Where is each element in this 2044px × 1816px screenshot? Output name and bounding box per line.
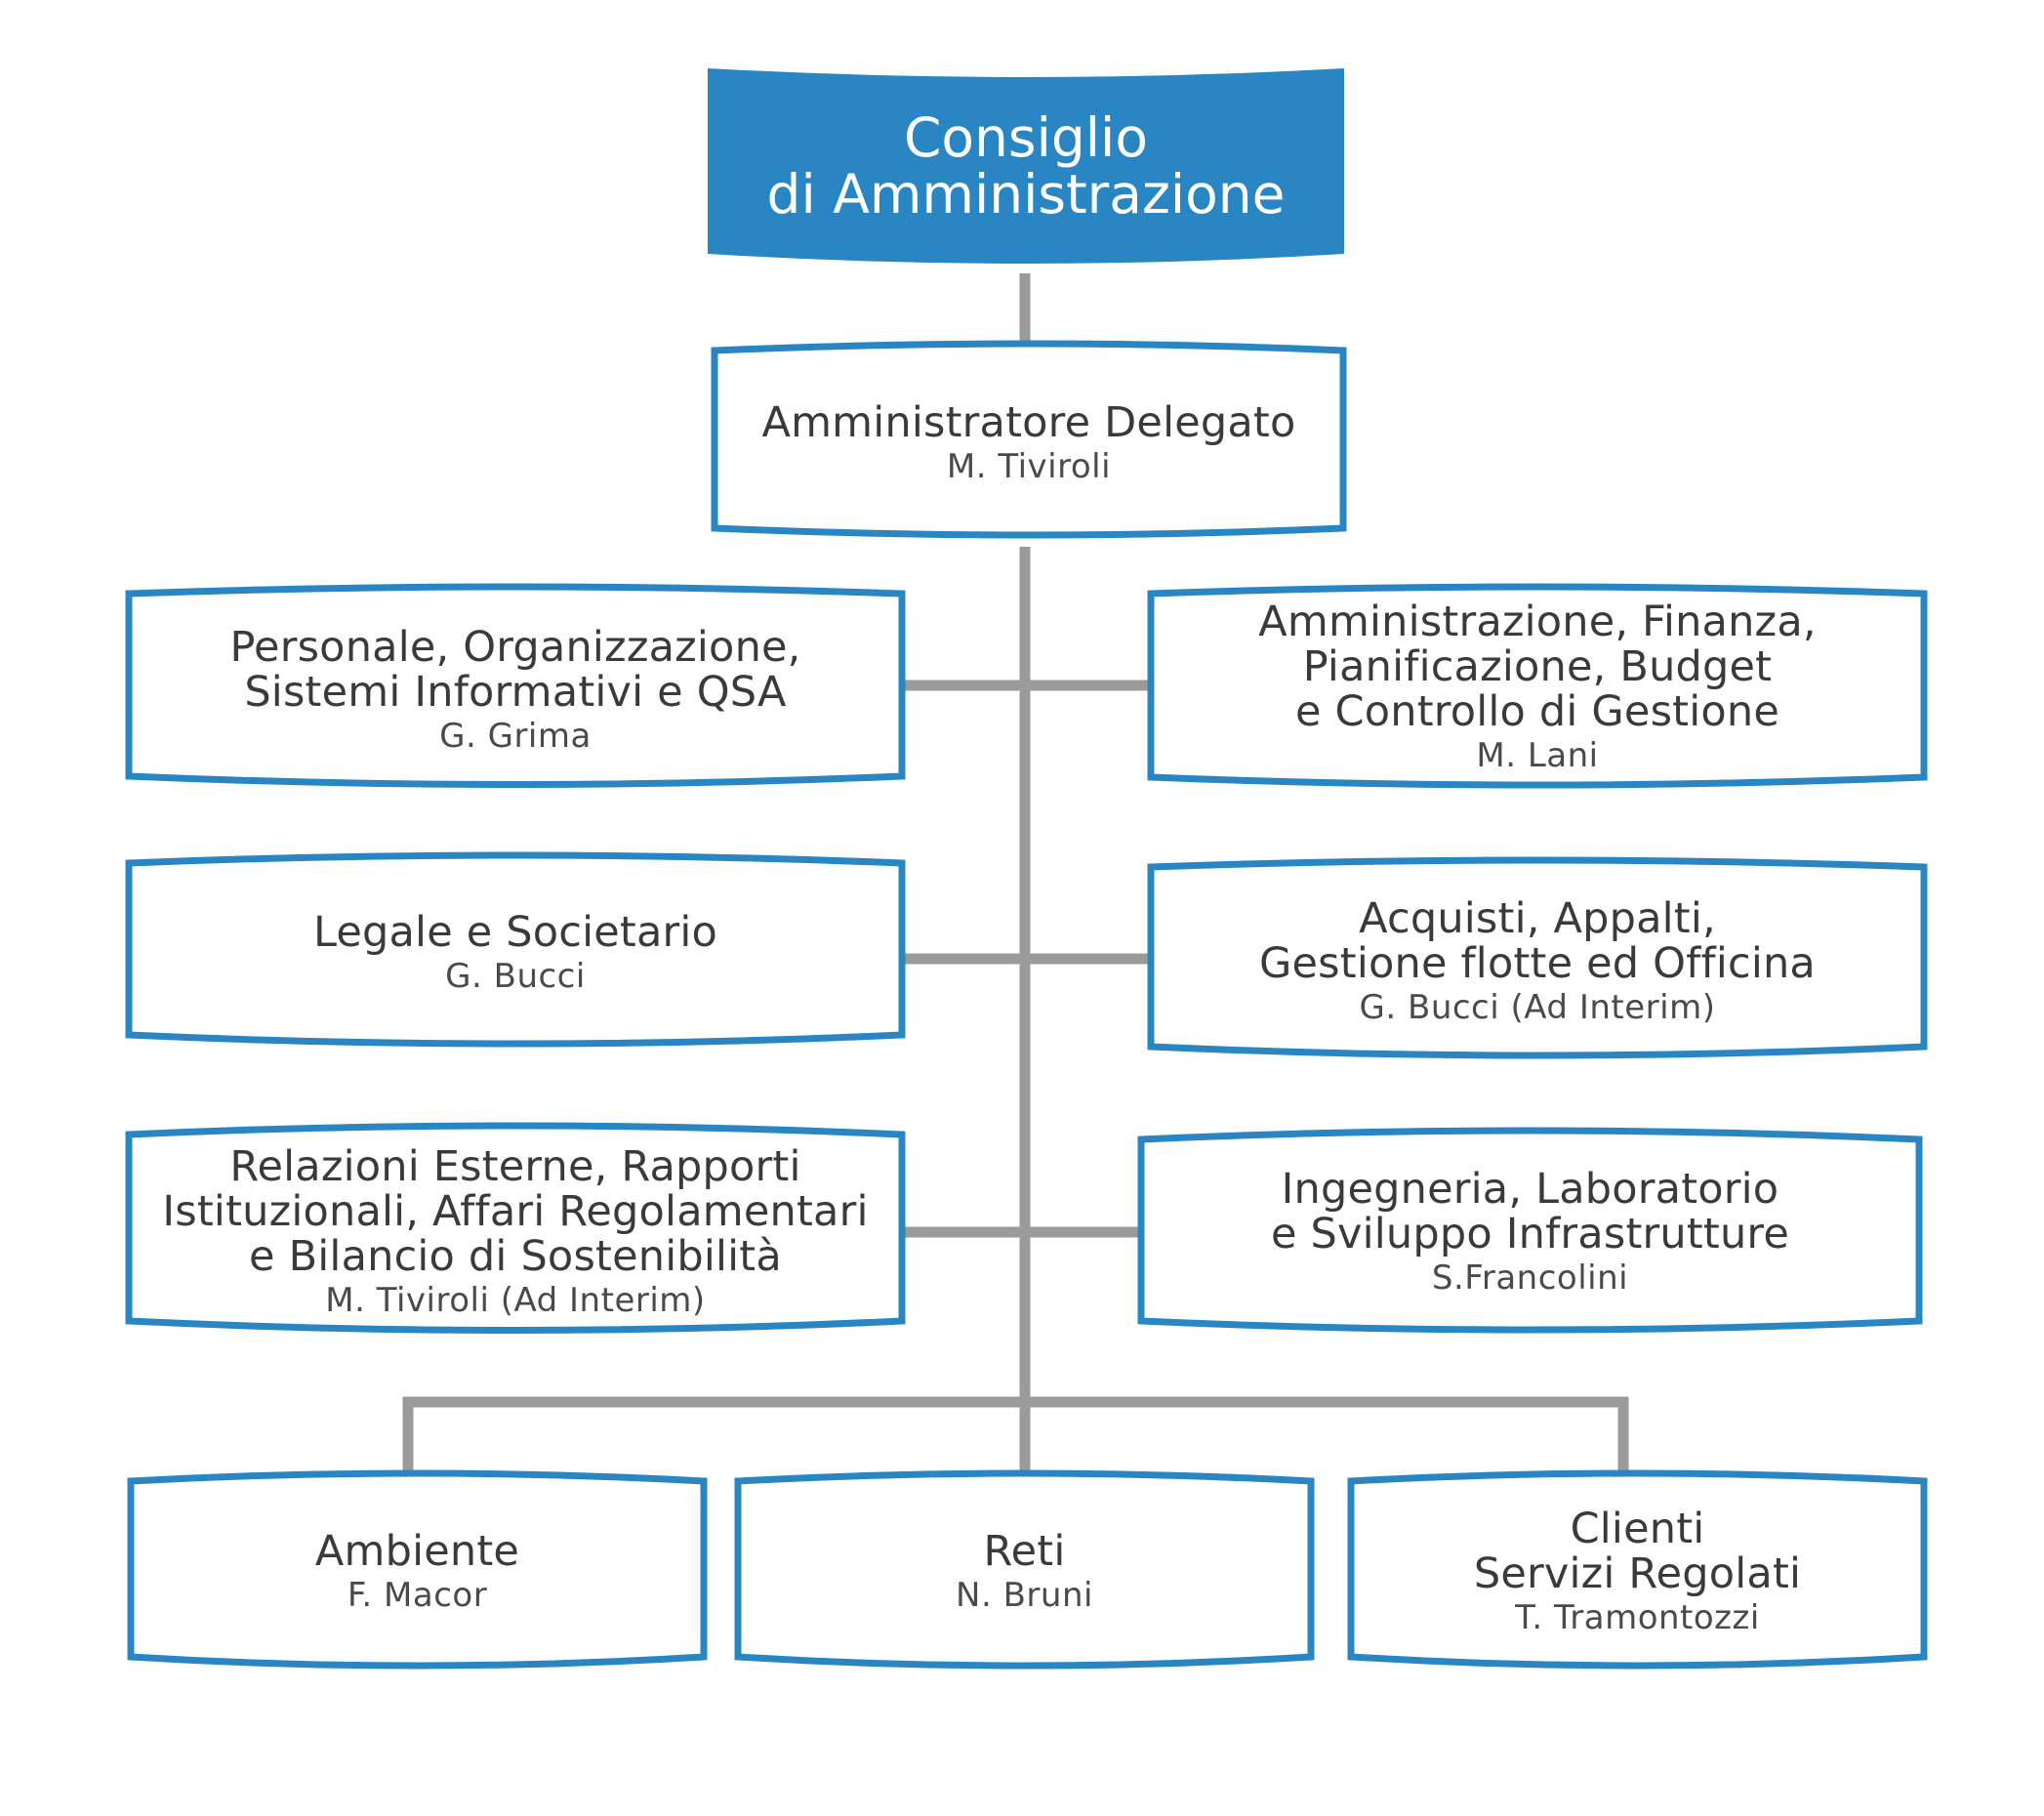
- dept-box-amministrazione: Amministrazione, Finanza, Pianificazione…: [1147, 583, 1928, 791]
- ceo-box-shape: [711, 340, 1347, 539]
- dept-head-name: G. Bucci (Ad Interim): [1359, 988, 1716, 1027]
- dept-head-name: M. Tiviroli (Ad Interim): [325, 1280, 706, 1320]
- dept-box-personale: Personale, Organizzazione, Sistemi Infor…: [125, 583, 906, 796]
- dept-head-name: G. Grima: [439, 716, 592, 756]
- dept-box-shape: [1137, 1127, 1923, 1334]
- dept-head-name: M. Lani: [1476, 736, 1599, 775]
- dept-box-shape: [1347, 1469, 1928, 1670]
- dept-box-relazioni: Relazioni Esterne, Rapporti Istituzional…: [125, 1122, 906, 1342]
- dept-box-reti: Reti N. Bruni: [734, 1469, 1315, 1676]
- dept-box-shape: [734, 1469, 1315, 1670]
- dept-box-shape: [1147, 856, 1928, 1059]
- dept-title: Reti: [983, 1527, 1066, 1576]
- dept-title: Personale, Organizzazione, Sistemi Infor…: [229, 622, 801, 717]
- dept-box-clienti: Clienti Servizi Regolati T. Tramontozzi: [1347, 1469, 1928, 1676]
- dept-title: Legale e Societario: [312, 908, 718, 957]
- dept-head-name: S.Francolini: [1431, 1258, 1629, 1298]
- dept-head-name: G. Bucci: [445, 957, 586, 996]
- dept-box-ambiente: Ambiente F. Macor: [127, 1469, 708, 1676]
- dept-box-acquisti: Acquisti, Appalti, Gestione flotte ed Of…: [1147, 856, 1928, 1066]
- dept-box-shape: [127, 1469, 708, 1670]
- dept-head-name: T. Tramontozzi: [1515, 1598, 1760, 1637]
- ceo-name: M. Tiviroli: [946, 447, 1112, 486]
- board-title: Consiglio di Amministrazione: [766, 106, 1286, 226]
- dept-title: Relazioni Esterne, Rapporti Istituzional…: [162, 1141, 869, 1281]
- board-box: Consiglio di Amministrazione: [708, 68, 1344, 264]
- ceo-title: Amministratore Delegato: [761, 398, 1296, 447]
- dept-title: Ambiente: [314, 1527, 520, 1576]
- dept-box-shape: [125, 1122, 906, 1334]
- dept-box-ingegneria: Ingegneria, Laboratorio e Sviluppo Infra…: [1137, 1127, 1923, 1338]
- dept-box-legale: Legale e Societario G. Bucci: [125, 851, 906, 1056]
- board-box-shape: [708, 68, 1344, 264]
- dept-box-shape: [125, 851, 906, 1048]
- dept-title: Acquisti, Appalti, Gestione flotte ed Of…: [1259, 894, 1816, 988]
- dept-title: Ingegneria, Laboratorio e Sviluppo Infra…: [1270, 1164, 1790, 1259]
- dept-box-shape: [125, 583, 906, 788]
- ceo-box: Amministratore Delegato M. Tiviroli: [711, 340, 1347, 542]
- dept-title: Amministrazione, Finanza, Pianificazione…: [1258, 598, 1817, 736]
- dept-head-name: F. Macor: [347, 1576, 488, 1615]
- dept-head-name: N. Bruni: [956, 1576, 1093, 1615]
- dept-box-shape: [1147, 583, 1928, 789]
- dept-title: Clienti Servizi Regolati: [1473, 1505, 1802, 1598]
